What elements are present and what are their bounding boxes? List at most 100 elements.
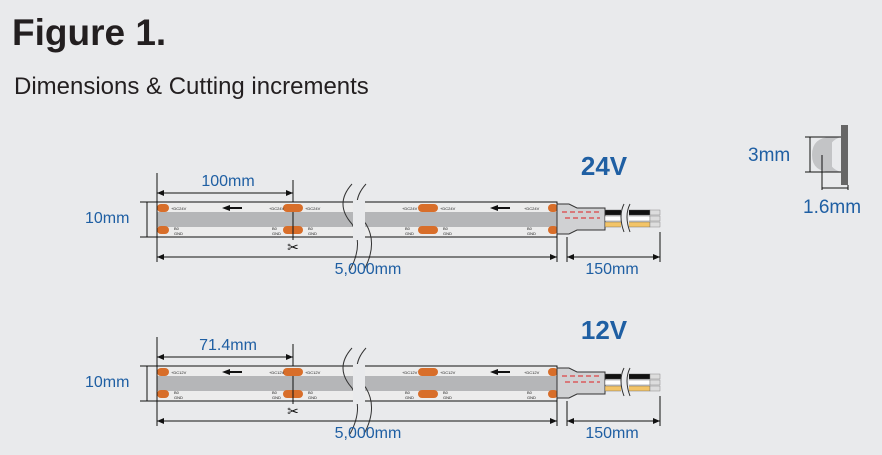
pad-label-b0: B0 [272, 390, 278, 395]
solder-pad-top [418, 368, 438, 376]
direction-arrow-icon [222, 369, 242, 375]
arrowhead-icon [550, 418, 557, 424]
pad-label-gnd: GND [308, 231, 317, 236]
solder-pad-top [157, 368, 169, 376]
pad-label-plus: +DC24V [269, 206, 285, 211]
pad-label-gnd: GND [174, 231, 183, 236]
arrowhead-icon [157, 190, 164, 196]
pad-label-gnd: GND [272, 231, 281, 236]
pad-label-plus: +DC12V [524, 370, 540, 375]
scissors-icon: ✂ [287, 403, 299, 419]
direction-arrow-icon [222, 205, 242, 211]
pad-label-b0: B0 [405, 390, 411, 395]
wire-stripped-end [649, 215, 661, 222]
pad-label-gnd: GND [527, 231, 536, 236]
solder-pad-top [548, 204, 558, 212]
pad-label-gnd: GND [272, 395, 281, 400]
profile-depth-label: 1.6mm [803, 197, 861, 218]
solder-pad-top [283, 368, 303, 376]
pad-label-b0: B0 [308, 390, 314, 395]
pad-label-b0: B0 [272, 226, 278, 231]
figure-title: Figure 1. [12, 12, 167, 53]
pad-label-gnd: GND [405, 395, 414, 400]
strip-12v: +DC12VB0GND+DC12VB0GND+DC12VB0GND+DC12VB… [85, 315, 661, 442]
pad-label-plus: +DC24V [305, 206, 321, 211]
profile-height-label: 3mm [748, 145, 790, 166]
scissors-icon: ✂ [287, 239, 299, 255]
wire-stripped-end [649, 209, 661, 216]
arrowhead-icon [653, 418, 660, 424]
lead-length-label: 150mm [585, 261, 638, 278]
wire-break-gap [621, 206, 629, 230]
pad-label-plus: +DC24V [524, 206, 540, 211]
arrowhead-icon [157, 418, 164, 424]
pad-label-b0: B0 [308, 226, 314, 231]
wire-stripped-end [649, 385, 661, 392]
break-mark [342, 183, 372, 271]
arrowhead-icon [157, 354, 164, 360]
pad-label-b0: B0 [527, 226, 533, 231]
figure-subtitle: Dimensions & Cutting increments [14, 73, 369, 100]
cut-increment-label: 100mm [201, 173, 254, 190]
lead-length-label: 150mm [585, 425, 638, 442]
pad-label-b0: B0 [405, 226, 411, 231]
pad-label-plus: +DC12V [402, 370, 418, 375]
strip-width-label: 10mm [85, 374, 129, 391]
arrowhead-icon [286, 354, 293, 360]
wire-break-mark [620, 367, 631, 397]
pad-label-b0: B0 [443, 226, 449, 231]
pad-label-gnd: GND [443, 231, 452, 236]
connector-contacts [562, 211, 600, 219]
pad-label-b0: B0 [527, 390, 533, 395]
wire-break-mark [620, 203, 631, 233]
profile-cross-section: 3mm 1.6mm [748, 125, 861, 218]
pad-label-plus: +DC24V [440, 206, 456, 211]
strip-24v: +DC24VB0GND+DC24VB0GND+DC24VB0GND+DC24VB… [85, 151, 661, 278]
pad-label-b0: B0 [174, 390, 180, 395]
strip-length-label: 5,000mm [335, 261, 402, 278]
pad-label-b0: B0 [174, 226, 180, 231]
connector [556, 203, 606, 235]
arrowhead-icon [286, 190, 293, 196]
pad-label-gnd: GND [174, 395, 183, 400]
pad-label-plus: +DC12V [440, 370, 456, 375]
arrowhead-icon [567, 418, 574, 424]
arrowhead-icon [653, 254, 660, 260]
arrowhead-icon [157, 254, 164, 260]
solder-pad-bottom [418, 226, 438, 234]
connector [556, 367, 606, 399]
arrowhead-icon [567, 254, 574, 260]
cut-increment-label: 71.4mm [199, 337, 257, 354]
solder-pad-top [283, 204, 303, 212]
solder-pad-top [548, 368, 558, 376]
voltage-label: 24V [581, 151, 628, 181]
pad-label-b0: B0 [443, 390, 449, 395]
wire-stripped-end [649, 379, 661, 386]
break-mark [342, 347, 372, 435]
wire-stripped-end [649, 221, 661, 228]
pad-label-gnd: GND [308, 395, 317, 400]
solder-pad-bottom [548, 226, 558, 234]
pad-label-gnd: GND [527, 395, 536, 400]
direction-arrow-icon [490, 369, 510, 375]
dome-shape [812, 137, 832, 172]
break-gap [353, 200, 365, 240]
direction-arrow-icon [490, 205, 510, 211]
pad-label-plus: +DC24V [402, 206, 418, 211]
solder-pad-top [157, 204, 169, 212]
connector-contacts [562, 375, 600, 383]
pad-label-gnd: GND [443, 395, 452, 400]
pad-label-plus: +DC12V [269, 370, 285, 375]
wire-break-gap [621, 370, 629, 394]
wire-stripped-end [649, 373, 661, 380]
strip-width-label: 10mm [85, 210, 129, 227]
solder-pad-bottom [418, 390, 438, 398]
pad-label-plus: +DC12V [305, 370, 321, 375]
pad-label-plus: +DC12V [171, 370, 187, 375]
voltage-label: 12V [581, 315, 628, 345]
solder-pad-bottom [157, 390, 169, 398]
pad-label-gnd: GND [405, 231, 414, 236]
break-gap [353, 364, 365, 404]
